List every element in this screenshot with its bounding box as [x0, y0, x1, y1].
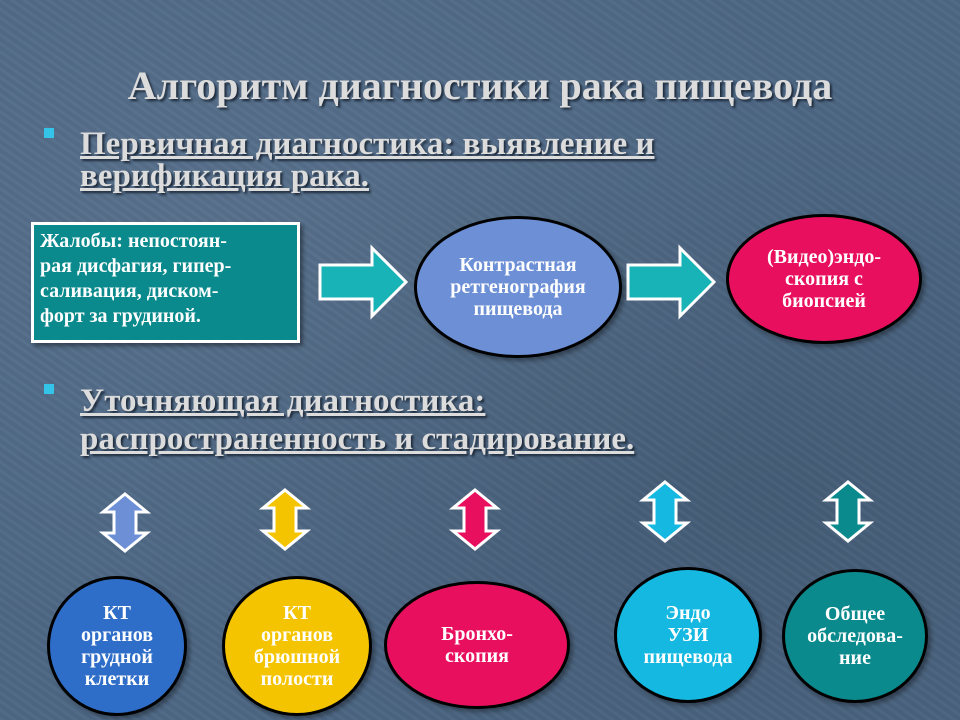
double-arrow-icon [638, 480, 692, 543]
bullet-icon [44, 128, 54, 138]
node-label: грудной [81, 646, 153, 668]
double-arrow-icon [98, 492, 152, 553]
node-label: органов [80, 624, 154, 646]
complaints-line: рая дисфагия, гипер- [40, 255, 232, 277]
endo-ultrasound-node: Эндо УЗИ пищевода [614, 567, 762, 703]
right-arrow-icon [318, 244, 409, 320]
node-label: Общее [824, 603, 886, 625]
node-label: пищевода [643, 646, 733, 668]
complaints-line: Жалобы: непостоян- [40, 230, 227, 252]
node-label: (Видео)эндо- [766, 246, 882, 268]
node-label: скопия [444, 645, 509, 667]
general-examination-node: Общее обследова- ние [782, 569, 928, 703]
node-label: брюшной [253, 646, 341, 668]
node-label: Эндо [665, 602, 711, 624]
ct-chest-node: КТ органов грудной клетки [47, 576, 187, 716]
node-label: полости [260, 668, 334, 690]
double-arrow-icon [448, 488, 502, 551]
section-heading-secondary-line-1: Уточняющая диагностика: [80, 383, 486, 419]
complaints-line: форт за грудиной. [40, 305, 201, 327]
node-label: КТ [283, 602, 311, 624]
node-label: пищевода [473, 298, 563, 320]
node-label: ние [839, 647, 871, 669]
double-arrow-icon [258, 488, 312, 551]
ct-abdomen-node: КТ органов брюшной полости [222, 576, 372, 716]
node-label: клетки [84, 668, 150, 690]
section-heading-secondary: Уточняющая диагностика: распространеннос… [80, 382, 634, 458]
node-label: органов [260, 624, 334, 646]
contrast-radiography-node: Контрастная ретгенография пищевода [414, 216, 622, 358]
double-arrow-icon [821, 480, 875, 543]
node-label: УЗИ [667, 624, 709, 646]
section-heading-primary-line-2: верификация рака. [80, 158, 369, 194]
section-heading-primary: Первичная диагностика: выявление и вериф… [80, 126, 655, 194]
node-label: обследова- [807, 625, 903, 647]
section-heading-primary-line-1: Первичная диагностика: выявление и [80, 126, 655, 162]
bullet-icon [44, 384, 54, 394]
complaints-box: Жалобы: непостоян- рая дисфагия, гипер- … [31, 222, 300, 343]
node-label: биопсией [782, 290, 866, 312]
endoscopy-biopsy-node: (Видео)эндо- скопия с биопсией [726, 214, 922, 344]
page-title: Алгоритм диагностики рака пищевода [127, 63, 833, 108]
node-label: Бронхо- [441, 623, 513, 645]
node-label: КТ [103, 602, 131, 624]
bronchoscopy-node: Бронхо- скопия [384, 581, 570, 709]
node-label: Контрастная [459, 254, 577, 276]
complaints-line: саливация, диском- [40, 280, 219, 302]
right-arrow-icon [626, 244, 717, 320]
section-heading-secondary-line-2: распространенность и стадирование. [80, 421, 635, 457]
node-label: скопия с [785, 268, 863, 290]
node-label: ретгенография [450, 276, 586, 298]
